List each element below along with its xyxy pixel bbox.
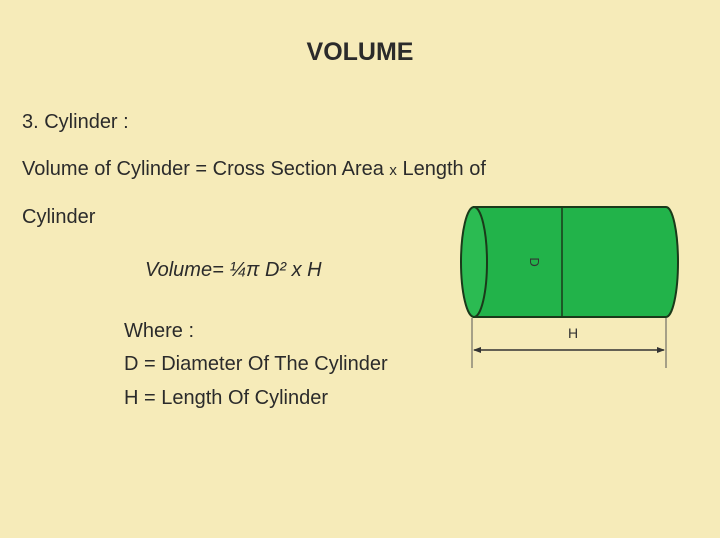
- where-label: Where :: [124, 320, 195, 342]
- diameter-definition: D = Diameter Of The Cylinder: [124, 353, 388, 375]
- times-sign: x: [389, 162, 397, 179]
- diameter-label: D: [527, 257, 542, 266]
- arrow-right-icon: [657, 347, 665, 353]
- definition-line-1: Volume of Cylinder = Cross Section Area …: [22, 158, 486, 181]
- cylinder-end: [460, 206, 488, 318]
- cylinder-body: [473, 206, 679, 318]
- length-definition: H = Length Of Cylinder: [124, 387, 328, 409]
- definition-line-2: Cylinder: [22, 206, 96, 228]
- section-heading: 3. Cylinder :: [22, 111, 129, 133]
- definition-part1: Volume of Cylinder = Cross Section Area: [22, 158, 384, 180]
- volume-formula: Volume= ¼π D² x H: [145, 259, 322, 281]
- length-label: H: [568, 325, 578, 341]
- definition-part2: Length of: [402, 158, 486, 180]
- page-title: VOLUME: [306, 38, 414, 66]
- arrow-left-icon: [473, 347, 481, 353]
